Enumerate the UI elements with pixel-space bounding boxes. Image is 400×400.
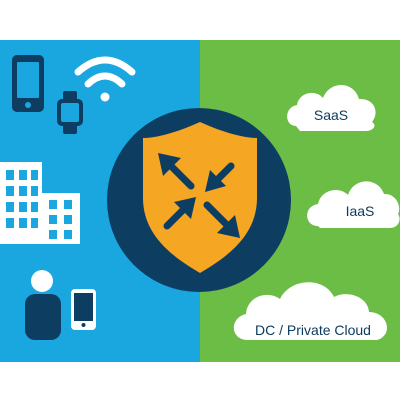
- handheld-phone-icon: [71, 289, 96, 330]
- office-buildings-icon: [0, 162, 80, 244]
- cloud-label-iaas: IaaS: [346, 203, 375, 219]
- user-body: [25, 294, 61, 340]
- smartwatch-icon: [57, 91, 83, 134]
- cloud-saas: SaaS: [287, 84, 376, 131]
- smartphone-icon: [12, 55, 44, 112]
- cloud-label-dc-private: DC / Private Cloud: [255, 322, 371, 338]
- wifi-icon: [74, 56, 136, 102]
- cloud-label-saas: SaaS: [314, 107, 348, 123]
- user-icon: [31, 270, 53, 292]
- convergence-arrows-icon: [158, 153, 240, 238]
- cloud-dc-private: DC / Private Cloud: [233, 282, 388, 340]
- cloud-iaas: IaaS: [307, 181, 400, 228]
